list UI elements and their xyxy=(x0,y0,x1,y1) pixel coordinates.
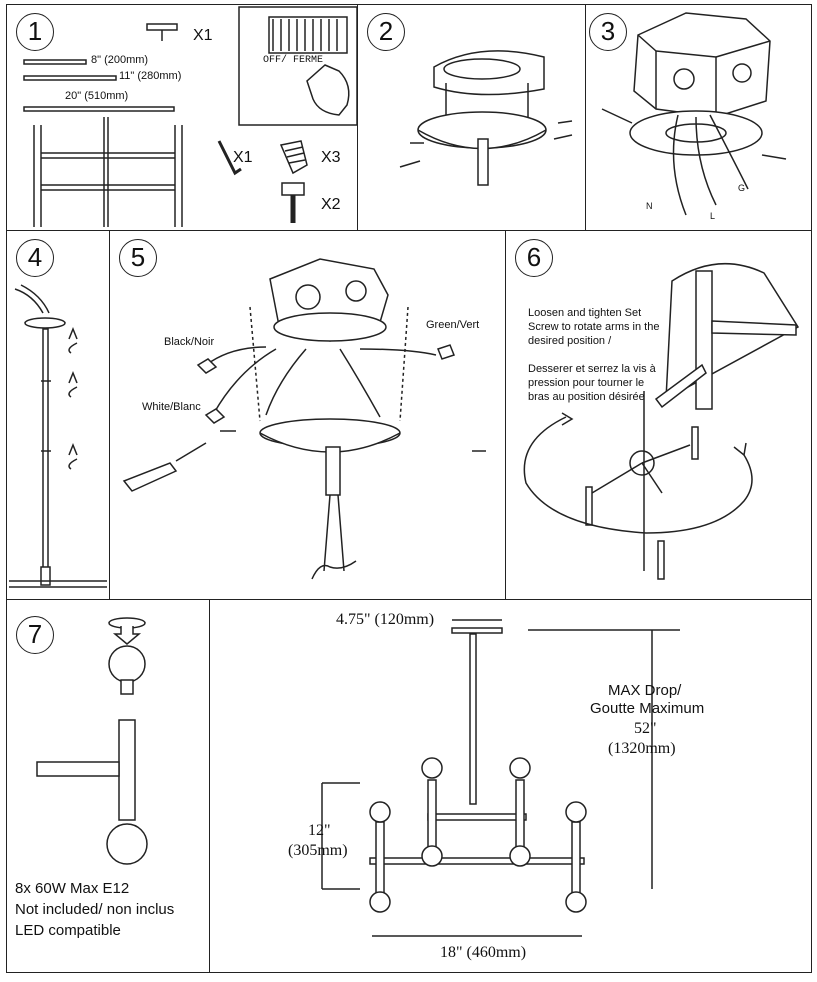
arm-rotation-illustration xyxy=(523,262,800,580)
screw-qty: X2 xyxy=(321,196,341,213)
black-wire-label: Black/Noir xyxy=(164,336,215,348)
set-screw-instruction-en: Loosen and tighten Set Screw to rotate a… xyxy=(528,307,660,347)
panel-step-5: 5 Black/Noir White/Blanc Green/Vert xyxy=(109,230,506,600)
bulb-spec-line-1: 8x 60W Max E12 xyxy=(15,880,130,897)
mount-strap-qty: X1 xyxy=(193,27,213,44)
rod-20-label: 20" (510mm) xyxy=(65,90,129,102)
rod-11-label: 11" (280mm) xyxy=(119,70,182,82)
white-wire-label: White/Blanc xyxy=(142,401,201,413)
step-number-1: 1 xyxy=(16,13,54,51)
junction-box-illustration xyxy=(601,12,787,216)
ground-label: G xyxy=(738,183,746,193)
rod-8-label: 8" (200mm) xyxy=(91,54,149,66)
panel-step-3: 3 N L G xyxy=(585,4,812,231)
green-wire-label: Green/Vert xyxy=(426,319,480,331)
bulb-spec-line-2: Not included/ non inclus xyxy=(15,901,175,918)
bulb-spec-line-3: LED compatible xyxy=(15,922,121,939)
max-drop-label-en: MAX Drop/ xyxy=(608,682,682,699)
step-number-2: 2 xyxy=(367,13,405,51)
parts-illustration xyxy=(23,6,358,227)
step-number-7: 7 xyxy=(16,616,54,654)
max-drop-inches: 52" xyxy=(634,720,657,737)
panel-step-4: 4 xyxy=(6,230,110,600)
set-screw-instruction-fr: Desserer et serrez la vis à pression pou… xyxy=(528,363,656,403)
bulb-install-illustration xyxy=(36,617,148,865)
dimension-drawing xyxy=(321,619,680,937)
panel-step-1: 1 xyxy=(6,4,358,231)
fixture-height-mm: (305mm) xyxy=(288,842,348,859)
wire-nut-qty: X3 xyxy=(321,149,341,166)
rod-assembly-illustration xyxy=(9,284,107,588)
panel-dimensions: 4.75" (120mm) MAX Drop/ Goutte Maximum 5… xyxy=(209,599,812,973)
canopy-illustration xyxy=(399,50,573,186)
switch-off-label: OFF/ FERME xyxy=(263,55,324,66)
fixture-height-inches: 12" xyxy=(308,822,331,839)
panel-step-6: 6 Loosen and tighten Set Screw to rotate… xyxy=(505,230,812,600)
wiring-illustration xyxy=(122,258,486,580)
step-number-3: 3 xyxy=(589,13,627,51)
fixture-width-label: 18" (460mm) xyxy=(440,944,527,961)
max-drop-mm: (1320mm) xyxy=(608,740,676,757)
max-drop-label-fr: Goutte Maximum xyxy=(590,700,705,717)
canopy-width-label: 4.75" (120mm) xyxy=(336,611,435,628)
panel-step-2: 2 xyxy=(357,4,586,231)
neutral-wire-label: N xyxy=(646,201,653,211)
live-wire-label: L xyxy=(710,211,716,221)
step-number-4: 4 xyxy=(16,239,54,277)
step-number-5: 5 xyxy=(119,239,157,277)
step-number-6: 6 xyxy=(515,239,553,277)
panel-step-7: 7 8x 60W Max E12 Not included/ non inclu… xyxy=(6,599,210,973)
hex-key-qty: X1 xyxy=(233,149,253,166)
